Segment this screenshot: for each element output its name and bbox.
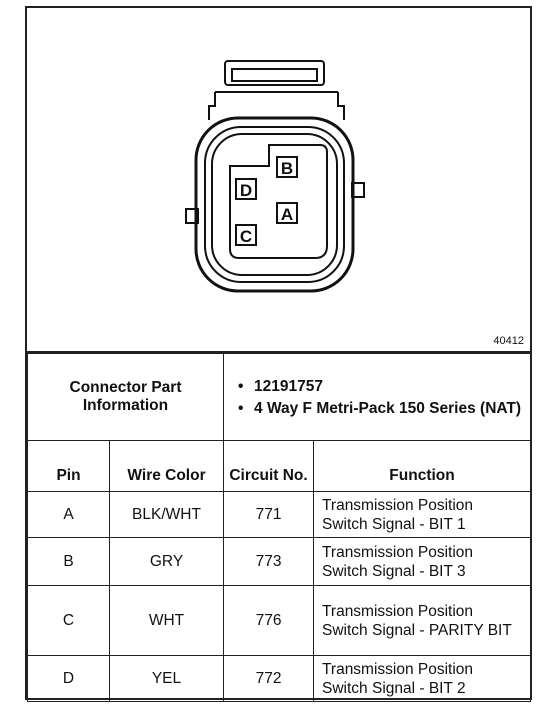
connector-body-mid xyxy=(204,126,345,283)
cell-function: Transmission Position Switch Signal - BI… xyxy=(313,491,532,538)
cell-function: Transmission Position Switch Signal - BI… xyxy=(313,655,532,702)
cell-circuit: 773 xyxy=(223,537,315,586)
connector-body-inner xyxy=(211,133,338,276)
connector-figure: B D A C 40412 xyxy=(27,8,530,353)
table-row: A BLK/WHT 771 Transmission Position Swit… xyxy=(27,491,532,538)
pin-label-d: D xyxy=(240,181,252,200)
cell-pin: B xyxy=(27,537,110,586)
pin-box-b xyxy=(276,156,298,178)
pin-box-a xyxy=(276,202,298,224)
cell-wire-color: BLK/WHT xyxy=(108,491,225,538)
diagram-frame: B D A C 40412 Connector Part Information… xyxy=(25,6,532,702)
table-row: B GRY 773 Transmission Position Switch S… xyxy=(27,537,532,586)
pin-box-c xyxy=(235,224,257,246)
table-row: D YEL 772 Transmission Position Switch S… xyxy=(27,655,532,702)
table-header-row: Pin Wire Color Circuit No. Function xyxy=(27,440,532,492)
table-row: C WHT 776 Transmission Position Switch S… xyxy=(27,585,532,656)
cell-function: Transmission Position Switch Signal - PA… xyxy=(313,585,532,656)
header-pin: Pin xyxy=(27,440,110,492)
pin-label-c: C xyxy=(240,227,252,246)
cell-function: Transmission Position Switch Signal - BI… xyxy=(313,537,532,586)
pin-box-d xyxy=(235,178,257,200)
cell-wire-color: GRY xyxy=(108,537,225,586)
cell-wire-color: YEL xyxy=(108,655,225,702)
cell-circuit: 771 xyxy=(223,491,315,538)
cell-wire-color: WHT xyxy=(108,585,225,656)
cell-pin: C xyxy=(27,585,110,656)
latch-top xyxy=(224,60,325,86)
pin-label-b: B xyxy=(281,159,293,178)
connector-face-drawing: B D A C xyxy=(185,60,365,293)
latch-right-step xyxy=(337,92,345,120)
connector-info-row: Connector Part Information 12191757 4 Wa… xyxy=(26,353,532,441)
connector-info-label: Connector Part Information xyxy=(26,353,225,441)
connector-table: Connector Part Information 12191757 4 Wa… xyxy=(26,353,532,702)
connector-part-number: 12191757 xyxy=(238,377,526,396)
cell-circuit: 772 xyxy=(223,655,315,702)
side-tab-left xyxy=(185,208,199,224)
header-wire-color: Wire Color xyxy=(108,440,225,492)
header-function: Function xyxy=(313,440,532,492)
figure-id: 40412 xyxy=(493,335,524,347)
cell-pin: A xyxy=(27,491,110,538)
header-circuit: Circuit No. xyxy=(223,440,315,492)
cavity-outline xyxy=(229,144,328,259)
cell-pin: D xyxy=(27,655,110,702)
cell-circuit: 776 xyxy=(223,585,315,656)
connector-info-list: 12191757 4 Way F Metri-Pack 150 Series (… xyxy=(223,353,532,441)
connector-body-outer xyxy=(194,116,355,293)
pin-label-a: A xyxy=(281,205,293,224)
latch-left-step xyxy=(208,92,216,120)
latch-inner xyxy=(231,68,318,82)
connector-type: 4 Way F Metri-Pack 150 Series (NAT) xyxy=(238,399,526,418)
